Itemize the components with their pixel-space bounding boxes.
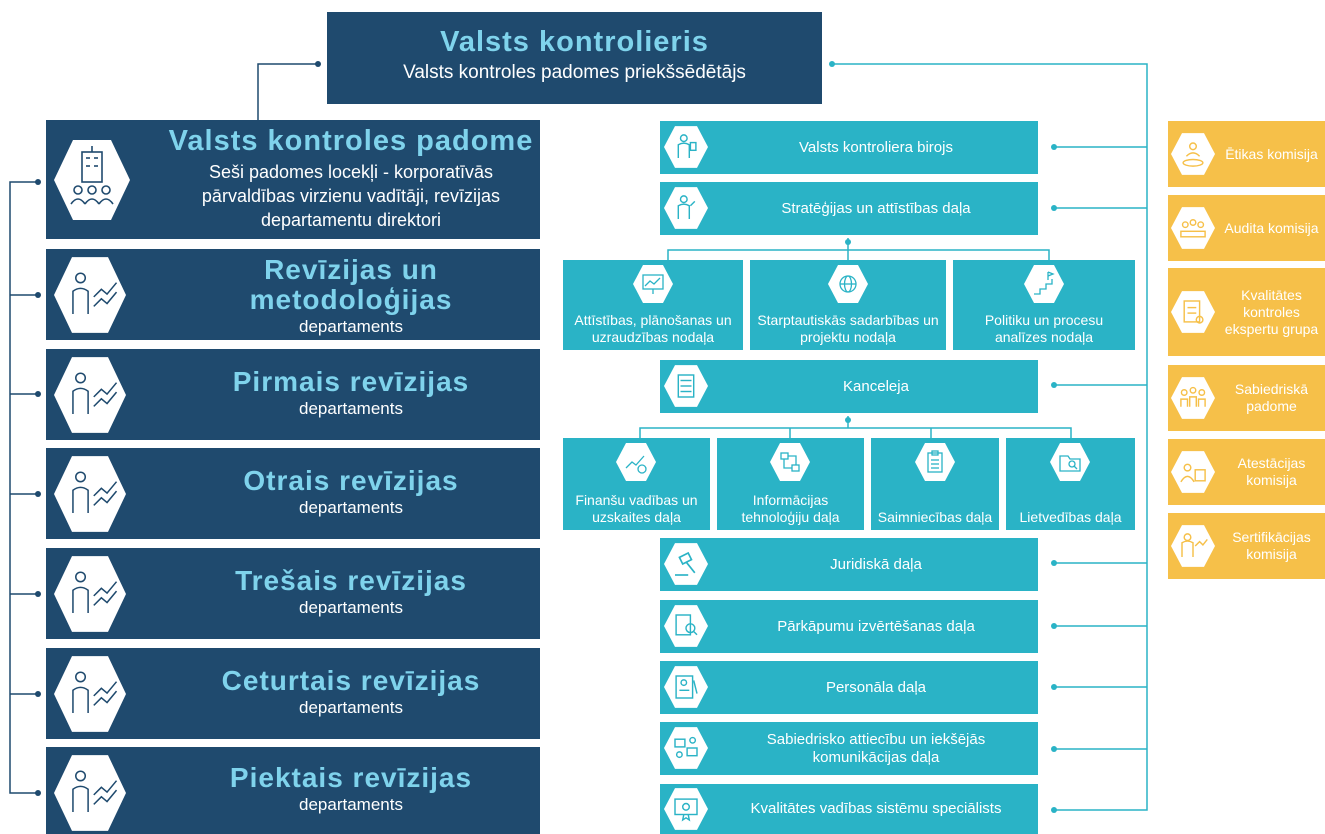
committee-label: Sabiedriskā padome — [1234, 381, 1309, 414]
council-subtitle: Seši padomes locekļi - korporatīvās pārv… — [201, 162, 501, 230]
committee-label: Sertifikācijas komisija — [1232, 529, 1311, 562]
unit-box: Kanceleja — [660, 360, 1038, 413]
unit-box: Sabiedrisko attiecību un iekšējās komuni… — [660, 722, 1038, 775]
presenter-icon — [1171, 525, 1215, 567]
stairs-flag-icon — [1024, 265, 1064, 303]
unit-label: Politiku un procesu analīzes nodaļa — [984, 312, 1104, 345]
planning-board-icon — [633, 265, 673, 303]
department-subtitle: departaments — [299, 498, 403, 517]
unit-box: Politiku un procesu analīzes nodaļa — [953, 260, 1135, 350]
presenter-chart-icon — [54, 556, 126, 632]
department-box: Trešais revīzijas departaments — [46, 548, 540, 639]
unit-label: Lietvedības daļa — [1019, 509, 1122, 525]
department-box: Pirmais revīzijas departaments — [46, 349, 540, 440]
unit-box: Kvalitātes vadības sistēmu speciālists — [660, 784, 1038, 834]
network-icon — [770, 443, 810, 481]
unit-label: Stratēģijas un attīstības daļa — [781, 199, 971, 217]
crowd-icon — [1171, 377, 1215, 419]
person-icon — [664, 126, 708, 168]
unit-label: Starptautiskās sadarbības un projektu no… — [757, 312, 939, 345]
unit-label: Personāla daļa — [825, 678, 927, 696]
committee-label: Audita komisija — [1224, 219, 1319, 236]
unit-label: Kvalitātes vadības sistēmu speciālists — [750, 800, 1002, 817]
department-box: Piektais revīzijas departaments — [46, 747, 540, 834]
presenter-chart-icon — [54, 656, 126, 732]
gavel-icon — [664, 543, 708, 585]
department-subtitle: departaments — [299, 399, 403, 418]
unit-label: Informācijas tehnoloģiju daļa — [741, 492, 840, 525]
quality-checklist-icon — [1171, 291, 1215, 333]
unit-box: Valsts kontroliera birojs — [660, 121, 1038, 174]
department-title: Piektais revīzijas — [229, 762, 473, 793]
department-title: Trešais revīzijas — [235, 565, 467, 596]
committee-box: Kvalitātes kontroles ekspertu grupa — [1168, 268, 1325, 356]
department-title: Pirmais revīzijas — [232, 366, 470, 397]
department-title: Revīzijas un metodoloģijas — [249, 254, 453, 315]
finance-growth-icon — [616, 443, 656, 481]
unit-box: Personāla daļa — [660, 661, 1038, 714]
unit-box: Juridiskā daļa — [660, 538, 1038, 591]
department-title: Ceturtais revīzijas — [221, 665, 481, 696]
unit-box: Saimniecības daļa — [871, 438, 999, 530]
presenter-chart-icon — [54, 257, 126, 333]
committee-label: Kvalitātes kontroles ekspertu grupa — [1224, 286, 1319, 337]
interview-icon — [1171, 451, 1215, 493]
presenter-chart-icon — [54, 755, 126, 831]
unit-label: Valsts kontroliera birojs — [799, 138, 953, 156]
council-title: Valsts kontroles padome — [168, 125, 534, 157]
department-subtitle: departaments — [299, 795, 403, 814]
unit-label: Sabiedrisko attiecību un iekšējās komuni… — [766, 730, 986, 766]
state-auditor-box: Valsts kontrolieris Valsts kontroles pad… — [327, 12, 822, 104]
department-box: Ceturtais revīzijas departaments — [46, 648, 540, 739]
unit-box: Finanšu vadības un uzskaites daļa — [563, 438, 710, 530]
department-title: Otrais revīzijas — [243, 465, 459, 496]
audit-group-icon — [1171, 207, 1215, 249]
committee-label: Atestācijas komisija — [1237, 455, 1306, 488]
unit-label: Juridiskā daļa — [830, 555, 922, 573]
person-icon — [664, 187, 708, 229]
unit-label: Pārkāpumu izvērtēšanas daļa — [777, 617, 975, 635]
report-magnifier-icon — [664, 605, 708, 647]
unit-box: Informācijas tehnoloģiju daļa — [717, 438, 864, 530]
building-icon — [54, 140, 130, 220]
unit-box: Lietvedības daļa — [1006, 438, 1135, 530]
certificate-icon — [664, 788, 708, 830]
unit-box: Starptautiskās sadarbības un projektu no… — [750, 260, 946, 350]
department-box: Revīzijas un metodoloģijas departaments — [46, 249, 540, 340]
committee-box: Atestācijas komisija — [1168, 439, 1325, 505]
unit-box: Stratēģijas un attīstības daļa — [660, 182, 1038, 235]
state-auditor-title: Valsts kontrolieris — [440, 26, 709, 58]
committee-box: Ētikas komisija — [1168, 121, 1325, 187]
presenter-chart-icon — [54, 456, 126, 532]
folder-search-icon — [1050, 443, 1090, 481]
unit-label: Attīstības, plānošanas un uzraudzības no… — [574, 312, 732, 345]
presenter-chart-icon — [54, 357, 126, 433]
state-auditor-subtitle: Valsts kontroles padomes priekšsēdētājs — [403, 62, 746, 83]
committee-label: Ētikas komisija — [1225, 145, 1318, 162]
council-box: Valsts kontroles padome Seši padomes loc… — [46, 120, 540, 239]
globe-people-icon — [828, 265, 868, 303]
department-subtitle: departaments — [299, 317, 403, 336]
committee-box: Audita komisija — [1168, 195, 1325, 261]
committee-box: Sabiedriskā padome — [1168, 365, 1325, 431]
department-box: Otrais revīzijas departaments — [46, 448, 540, 539]
unit-label: Saimniecības daļa — [877, 509, 993, 525]
committee-box: Sertifikācijas komisija — [1168, 513, 1325, 579]
calculator-icon — [664, 365, 708, 407]
meeting-icon — [1171, 133, 1215, 175]
department-subtitle: departaments — [299, 698, 403, 717]
resume-pen-icon — [664, 666, 708, 708]
unit-box: Pārkāpumu izvērtēšanas daļa — [660, 600, 1038, 653]
communication-icon — [664, 727, 708, 769]
unit-label: Finanšu vadības un uzskaites daļa — [575, 492, 698, 525]
unit-label: Kanceleja — [843, 377, 909, 395]
department-subtitle: departaments — [299, 598, 403, 617]
clipboard-icon — [915, 443, 955, 481]
unit-box: Attīstības, plānošanas un uzraudzības no… — [563, 260, 743, 350]
